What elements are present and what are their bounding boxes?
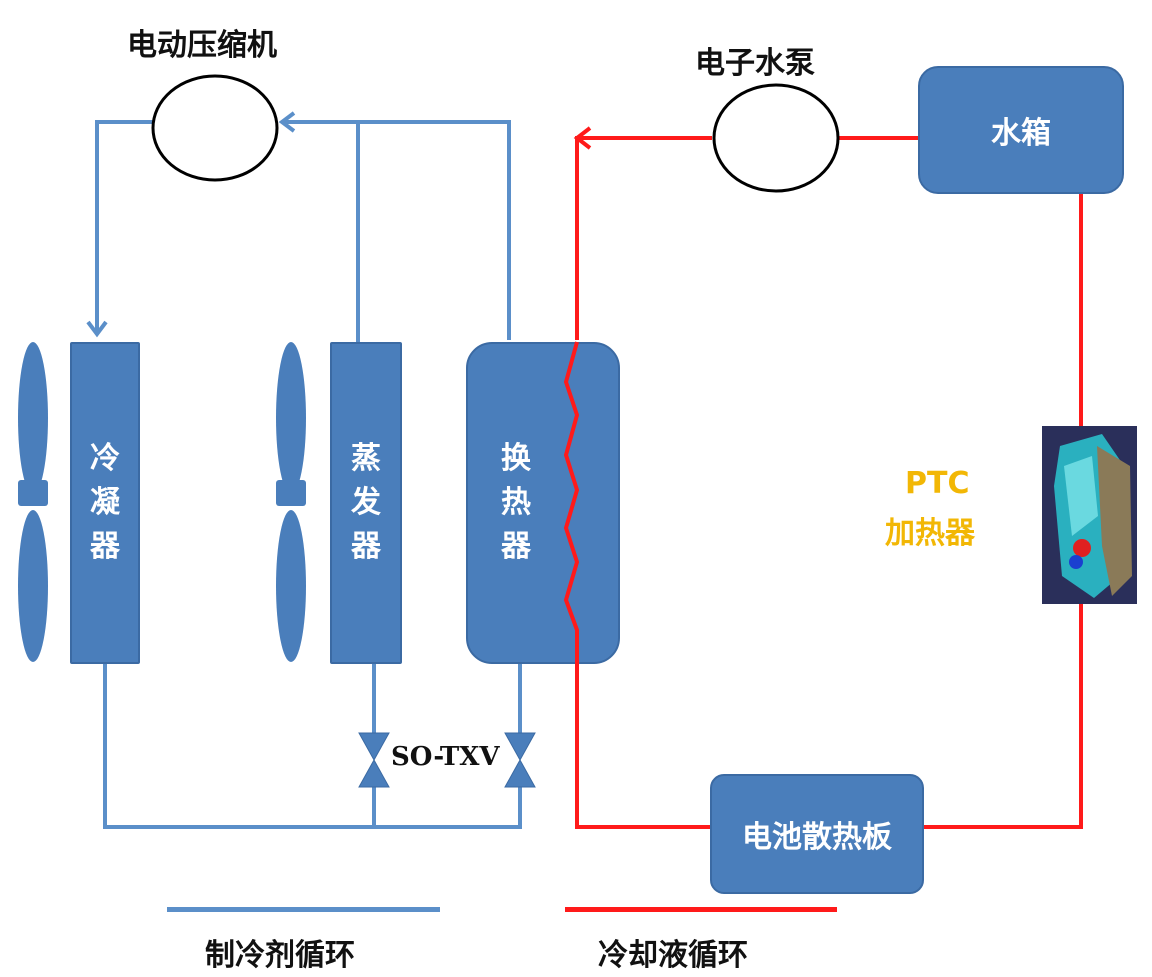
water-pump-label: 电子水泵 (695, 46, 815, 81)
compressor-label: 电动压缩机 (127, 28, 277, 63)
pipe-battery-to-right (922, 604, 1083, 829)
valve-evaporator (358, 732, 390, 788)
legend-coolant-line (565, 907, 837, 912)
pipe-exchanger-to-battery (575, 662, 712, 829)
ptc-heater-image (1042, 426, 1137, 604)
evaporator: 蒸发器 (330, 342, 402, 664)
water-pump-icon (712, 83, 840, 193)
coolant-pipes (575, 136, 1083, 829)
arrow-into-exchanger (573, 126, 592, 150)
ptc-label-line2: 加热器 (885, 516, 975, 551)
condenser-fan-icon (18, 342, 48, 662)
heat-exchanger: 换热器 (466, 342, 620, 664)
evaporator-fan-icon (276, 342, 306, 662)
heat-exchanger-label: 换热器 (501, 441, 531, 564)
ptc-label-line1: PTC (905, 466, 970, 501)
valve-exchanger (504, 732, 536, 788)
pipe-bottom-manifold (103, 662, 522, 829)
pipe-compressor-to-condenser (95, 120, 155, 332)
compressor-icon (151, 74, 279, 182)
water-tank-label: 水箱 (991, 116, 1051, 151)
arrow-into-compressor (278, 111, 296, 133)
arrow-into-condenser (86, 320, 108, 338)
ptc-heater-icon (1054, 434, 1132, 598)
refrigerant-pipes (95, 120, 522, 829)
condenser-label: 冷凝器 (90, 441, 120, 564)
battery-plate-label: 电池散热板 (742, 820, 892, 855)
pipe-pump-to-exchanger (575, 136, 712, 340)
pipe-top-manifold (285, 120, 511, 340)
battery-plate: 电池散热板 (710, 774, 924, 894)
legend-refrigerant-line (167, 907, 440, 912)
condenser: 冷凝器 (70, 342, 140, 664)
legend-coolant-label: 冷却液循环 (598, 938, 748, 973)
legend-refrigerant-label: 制冷剂循环 (205, 938, 355, 973)
valve-label: SO-TXV (391, 742, 500, 772)
water-tank: 水箱 (918, 66, 1124, 194)
evaporator-label: 蒸发器 (351, 441, 381, 564)
